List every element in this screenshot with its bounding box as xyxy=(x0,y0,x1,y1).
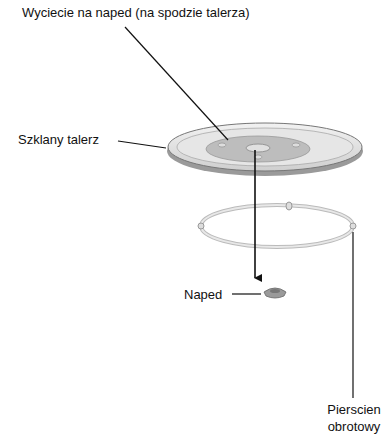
part-label: Pierscien obrotowy xyxy=(321,401,387,435)
part-label: Szklany talerz xyxy=(18,131,99,148)
glass-plate xyxy=(167,123,363,176)
part-label: Naped xyxy=(184,286,222,303)
assembly-arrow xyxy=(254,150,256,278)
part-label: Wyciecie na naped (na spodzie talerza) xyxy=(22,4,250,21)
drive-coupler xyxy=(264,288,286,298)
leader-lines xyxy=(118,27,353,398)
roller-ring xyxy=(198,202,356,247)
